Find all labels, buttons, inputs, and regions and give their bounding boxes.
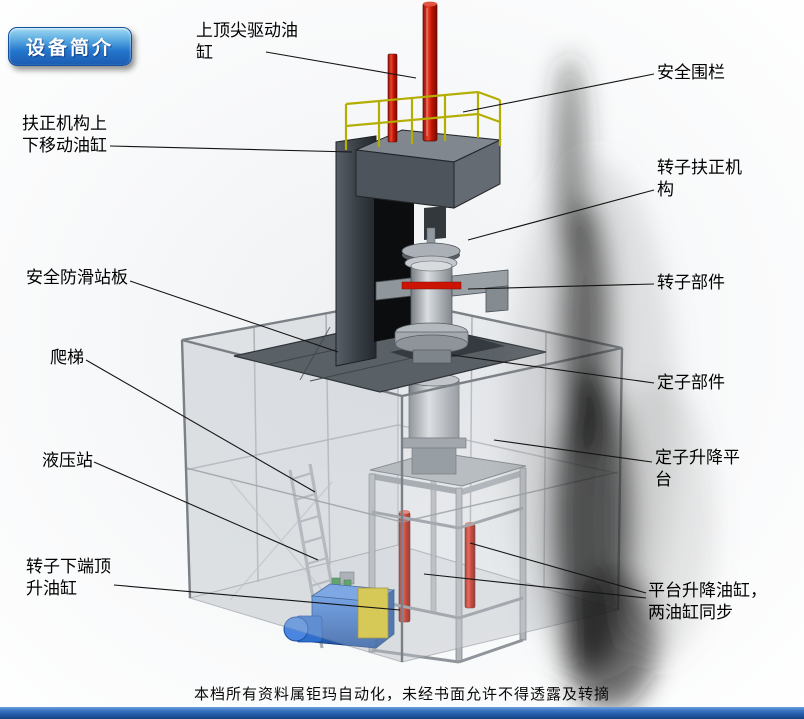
label-safety-fence: 安全围栏: [657, 63, 725, 83]
stator-assembly: [401, 373, 467, 475]
motor-end-cap: [283, 616, 309, 642]
smoke-shadow: [507, 55, 715, 710]
hydraulic-station-unit: [283, 571, 396, 649]
yellow-pump-block: [357, 587, 389, 639]
top-drive-cylinder: [422, 1, 438, 142]
leader-platform-cylinder-a: [469, 542, 647, 594]
rotor-assembly: [375, 227, 509, 364]
leader-centering-move-cylinder: [109, 145, 353, 153]
leader-platform-cylinder-b: [423, 573, 647, 599]
label-rotor-bottom-jack-cylinder: 转子下端顶升油缸: [26, 557, 111, 600]
leader-hydraulic-station: [93, 461, 319, 561]
label-rotor-part: 转子部件: [657, 273, 725, 293]
label-centering-move-cylinder: 扶正机构上下移动油缸: [22, 114, 107, 157]
label-top-cylinder: 上顶尖驱动油缸: [196, 21, 298, 64]
leader-ladder: [85, 359, 316, 493]
secondary-top-cylinder: [387, 53, 398, 143]
rotor-red-ring: [401, 281, 462, 290]
bottom-bar: [0, 707, 804, 719]
leader-top-cylinder: [265, 51, 417, 79]
leader-stator-lift-platform: [493, 439, 653, 463]
safety-railing: [344, 90, 502, 150]
leader-rotor-part: [467, 283, 655, 290]
leader-stator-part: [451, 354, 655, 384]
title-badge: 设备简介: [8, 27, 133, 66]
leader-rotor-bottom-cylinder: [113, 584, 401, 611]
leader-rotor-centering: [467, 189, 655, 241]
label-stator-lift-platform: 定子升降平台: [655, 448, 740, 491]
label-hydraulic-station: 液压站: [42, 451, 93, 471]
label-platform-lift-cylinders: 平台升降油缸，两油缸同步: [648, 581, 767, 624]
label-stator-part: 定子部件: [657, 373, 725, 393]
label-rotor-centering: 转子扶正机构: [657, 158, 742, 201]
label-ladder: 爬梯: [50, 348, 84, 368]
leader-anti-slip-platform: [129, 280, 339, 353]
leader-lines: [85, 51, 655, 611]
label-anti-slip-platform: 安全防滑站板: [26, 268, 128, 288]
leader-safety-fence: [462, 73, 655, 113]
footer-disclaimer: 本档所有资料属钜玛自动化，未经书面允许不得透露及转摘: [193, 685, 610, 703]
